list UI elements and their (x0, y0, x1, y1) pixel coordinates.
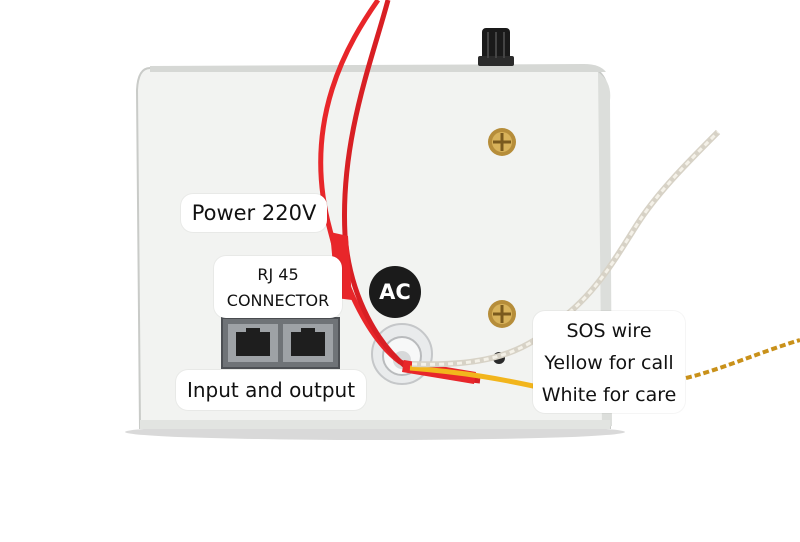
box-bottom-lip (140, 420, 610, 429)
sos-label-line3: White for care (541, 384, 677, 406)
rj45-label-line2: CONNECTOR (226, 291, 330, 310)
yellow-wire-tail (685, 338, 800, 380)
sos-label-line1: SOS wire (566, 320, 652, 342)
screw-top (488, 128, 516, 156)
rj45-label: RJ 45 CONNECTOR (214, 256, 342, 318)
knob-base (478, 56, 514, 66)
ac-badge: AC (369, 266, 421, 318)
box-top-edge (150, 64, 606, 72)
rj45-label-line1: RJ 45 (257, 265, 299, 284)
white-wire-inner (411, 130, 720, 366)
power-label: Power 220V (181, 194, 327, 232)
sos-label-line2: Yellow for call (544, 352, 674, 374)
input-output-label: Input and output (176, 370, 366, 410)
rj45-port-block (221, 317, 340, 369)
screw-bottom (488, 300, 516, 328)
sos-wire-label: SOS wire Yellow for call White for care (533, 311, 685, 413)
